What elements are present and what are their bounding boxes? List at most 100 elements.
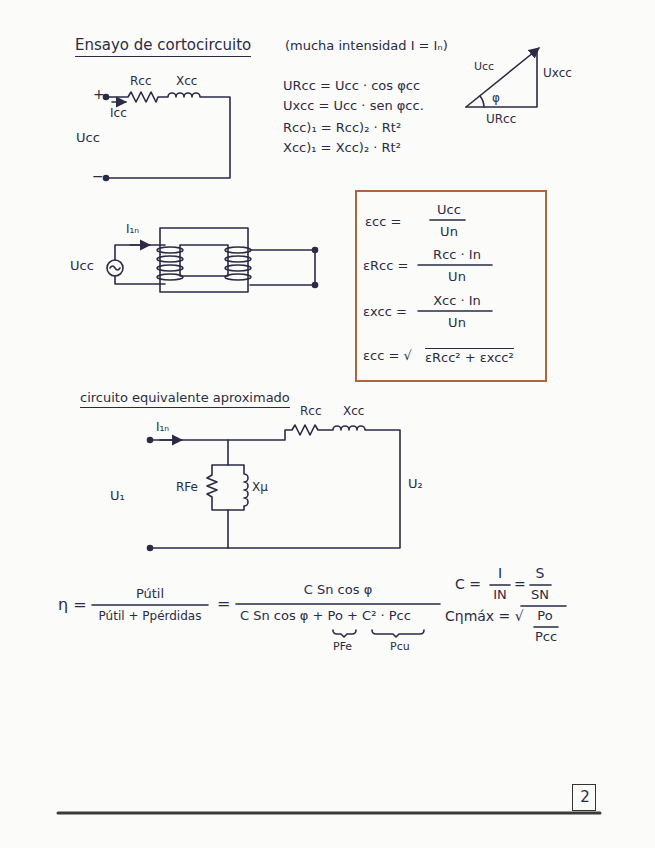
transformer-symbol-part — [225, 265, 251, 271]
transformer-symbol-part — [157, 265, 183, 271]
transformer-symbol-part — [157, 256, 183, 262]
box-text: Un — [440, 224, 458, 240]
equivalent-circuit-part — [160, 439, 182, 441]
box-text: Un — [448, 315, 466, 331]
equivalent-circuit-part — [150, 425, 400, 548]
formula-label: C = — [455, 576, 481, 594]
formula-label: C Sn cos φ + Po + C² · Pcc — [240, 608, 411, 624]
transformer-symbol-part — [107, 260, 123, 276]
transformer-symbol-part — [130, 244, 150, 246]
box-text: Ucc — [437, 202, 461, 218]
equivalent-circuit-part — [207, 440, 228, 548]
formula-label: φ — [492, 91, 500, 106]
formula-label: Xcc — [343, 404, 364, 419]
voltage-triangle-part — [480, 96, 484, 107]
efficiency-fraction-bars-part — [333, 630, 356, 637]
formula-label: PFe — [333, 640, 352, 654]
efficiency-fraction-bars-part — [490, 584, 510, 586]
formula-label: Xcc)₁ = Xcc)₂ · Rt² — [283, 140, 401, 156]
series-impedance-circuit — [104, 92, 231, 181]
formula-label: = — [514, 576, 526, 594]
formula-label: URcc — [486, 112, 516, 127]
formula-label: Pútil — [136, 586, 164, 602]
formula-box: εcc = UccUn εRcc = Rcc · In Un εxcc = Xcc · In… — [355, 190, 547, 382]
transformer-symbol-part — [180, 245, 228, 276]
formula-label: Rcc — [300, 404, 322, 419]
transformer-symbol-part — [160, 228, 248, 292]
box-text: Xcc · In — [433, 293, 481, 309]
box-text: εRcc² + εxcc² — [425, 348, 514, 366]
page-heading: Ensayo de cortocircuito — [75, 36, 251, 57]
box-text: εcc = √ — [363, 348, 412, 364]
transformer-symbol-part — [110, 266, 120, 270]
efficiency-fraction-bars-part — [534, 626, 558, 628]
formula-label: Ucc — [474, 60, 494, 74]
formula-label: Pcu — [390, 640, 410, 654]
formula-label: Cηmáx = √ — [445, 608, 524, 626]
formula-label: Pcc — [535, 629, 557, 645]
formula-label: IN — [493, 587, 507, 603]
page-edge-band — [58, 812, 600, 814]
formula-label: (mucha intensidad I = Iₙ) — [285, 38, 448, 54]
box-text: Un — [448, 269, 466, 285]
formula-label: U₂ — [408, 476, 423, 492]
transformer-symbol-part — [250, 250, 315, 285]
page-edge-band-part — [58, 812, 600, 815]
formula-label: Uxcc — [543, 66, 572, 81]
formula-label: C Sn cos φ — [304, 582, 372, 598]
formula-label: I₁ₙ — [126, 222, 139, 237]
formula-label: Ucc — [76, 130, 100, 146]
formula-label: Xμ — [252, 480, 268, 495]
series-impedance-circuit-part — [108, 92, 230, 178]
transformer-symbol-part — [225, 274, 251, 280]
formula-label: Po — [537, 608, 552, 624]
formula-label: S — [536, 565, 545, 583]
fraction-bars-box-part — [430, 219, 465, 221]
transformer-symbol-part — [157, 274, 183, 280]
series-impedance-circuit-part — [112, 101, 126, 103]
formula-label: Rcc — [130, 74, 152, 89]
efficiency-fraction-bars-part — [236, 603, 440, 605]
fraction-bars-box-part — [418, 264, 492, 266]
formula-label: − — [92, 168, 104, 186]
box-text: Rcc · In — [433, 247, 481, 263]
box-text: εcc = — [365, 214, 401, 230]
formula-label: circuito equivalente aproximado — [80, 390, 290, 408]
formula-label: Pútil + Ppérdidas — [99, 609, 202, 624]
formula-label: + — [93, 86, 105, 104]
efficiency-fraction-bars-part — [92, 604, 208, 606]
transformer-symbol-part — [313, 248, 318, 253]
formula-label: U₁ — [110, 488, 125, 504]
transformer-symbol-part — [225, 247, 251, 253]
voltage-triangle-part — [466, 48, 539, 107]
page-number-box: 2 — [572, 784, 596, 811]
fraction-bars-box — [418, 220, 492, 311]
voltage-triangle — [466, 48, 539, 107]
formula-label: Rcc)₁ = Rcc)₂ · Rt² — [283, 120, 401, 136]
formula-label: I — [498, 565, 502, 583]
formula-label: = — [217, 594, 230, 614]
formula-label: URcc = Ucc · cos φcc — [283, 78, 420, 94]
formula-label: SN — [531, 587, 549, 603]
formula-label: I₁ₙ — [156, 420, 169, 435]
equivalent-circuit — [148, 425, 401, 551]
formula-label: Icc — [110, 106, 127, 121]
efficiency-fraction-bars-part — [372, 630, 424, 637]
transformer-symbol — [107, 228, 318, 292]
formula-label: η = — [58, 595, 87, 615]
efficiency-fraction-bars-part — [530, 584, 551, 586]
equivalent-circuit-part — [228, 465, 248, 510]
transformer-symbol-part — [157, 247, 183, 253]
formula-label: Ucc — [70, 258, 94, 274]
efficiency-fraction-bars-part — [521, 605, 566, 607]
transformer-symbol-part — [313, 283, 318, 288]
box-text: εxcc = — [363, 304, 407, 320]
box-text: 2 — [580, 788, 590, 807]
fraction-bars-box-part — [418, 310, 492, 312]
transformer-symbol-part — [225, 256, 251, 262]
formula-label: RFe — [176, 480, 198, 495]
box-text: εRcc = — [363, 258, 408, 274]
formula-label: Uxcc = Ucc · sen φcc. — [283, 98, 424, 114]
formula-label: Xcc — [176, 74, 197, 89]
